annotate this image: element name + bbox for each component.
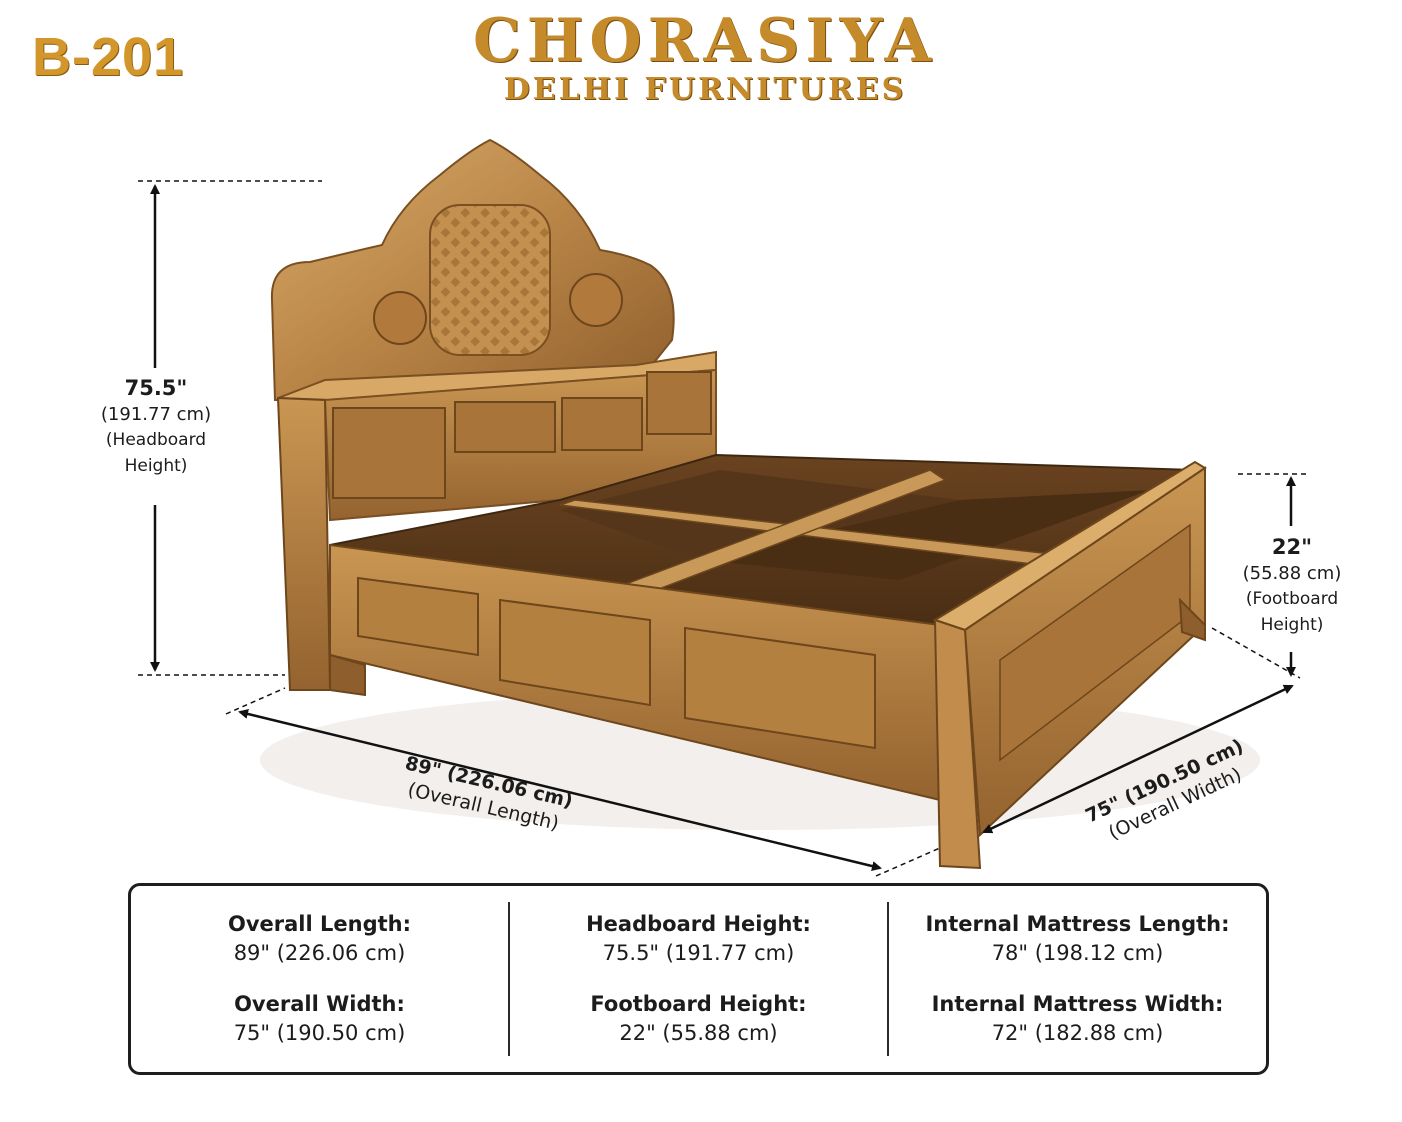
spec-column-3: Internal Mattress Length: 78" (198.12 cm… <box>889 886 1266 1072</box>
headboard-height-cm: (191.77 cm) <box>100 404 212 425</box>
headboard-height-caption-2: Height) <box>124 456 188 476</box>
spec-internal-mattress-length: Internal Mattress Length: 78" (198.12 cm… <box>925 910 1229 968</box>
spec-name: Internal Mattress Width: <box>931 992 1224 1016</box>
brand-subtitle: DELHI FURNITURES <box>503 72 907 107</box>
spec-name: Headboard Height: <box>586 912 811 936</box>
footboard-height-caption-2: Height) <box>1260 615 1324 635</box>
footboard-height-caption-1: (Footboard <box>1245 589 1339 609</box>
spec-value: 78" (198.12 cm) <box>991 941 1164 965</box>
spec-value: 72" (182.88 cm) <box>991 1021 1164 1045</box>
footboard-bottom-guide <box>1211 627 1301 679</box>
headboard-height-label: 75.5" (191.77 cm) (Headboard Height) <box>84 376 228 479</box>
headboard-post <box>276 396 332 691</box>
width-arrow <box>982 684 1294 834</box>
headboard-height-caption-1: (Headboard <box>105 430 207 450</box>
spec-value: 89" (226.06 cm) <box>233 941 406 965</box>
footboard-post <box>933 618 982 870</box>
spec-name: Internal Mattress Length: <box>925 912 1230 936</box>
headboard-drawer-1 <box>332 407 446 499</box>
headboard-rosette-right <box>569 273 623 327</box>
length-arrow <box>238 709 882 871</box>
brand-logo: CHORASIYA DELHI FURNITURES <box>400 8 1010 106</box>
side-panel-1 <box>357 576 479 657</box>
spec-overall-width: Overall Width: 75" (190.50 cm) <box>234 990 406 1048</box>
spec-value: 22" (55.88 cm) <box>619 1021 778 1045</box>
length-guide-left <box>225 687 286 715</box>
headboard-drawer-4 <box>646 371 712 435</box>
spec-divider <box>508 902 510 1056</box>
leg-right <box>1178 597 1206 642</box>
model-code: B-201 <box>32 27 185 87</box>
headboard-height-value: 75.5" <box>124 376 188 400</box>
spec-name: Overall Length: <box>227 912 411 936</box>
headboard-drawer-2 <box>454 401 556 453</box>
footboard-height-label: 22" (55.88 cm) (Footboard Height) <box>1226 535 1358 638</box>
spec-value: 75" (190.50 cm) <box>233 1021 406 1045</box>
spec-value: 75.5" (191.77 cm) <box>602 941 795 965</box>
brand-name: CHORASIYA <box>472 6 938 76</box>
side-panel-2 <box>499 598 651 707</box>
leg-left <box>329 653 366 697</box>
storage-compartment-left <box>560 470 960 560</box>
spec-footboard-height: Footboard Height: 22" (55.88 cm) <box>590 990 806 1048</box>
length-guide-right <box>875 847 941 877</box>
headboard-rosette-left <box>373 291 427 345</box>
specifications-box: Overall Length: 89" (226.06 cm) Overall … <box>128 883 1269 1075</box>
spec-column-2: Headboard Height: 75.5" (191.77 cm) Foot… <box>510 886 887 1072</box>
headboard-lattice <box>429 204 551 356</box>
spec-internal-mattress-width: Internal Mattress Width: 72" (182.88 cm) <box>932 990 1224 1048</box>
spec-headboard-height: Headboard Height: 75.5" (191.77 cm) <box>586 910 811 968</box>
footboard-height-cm: (55.88 cm) <box>1242 563 1342 584</box>
footboard-height-value: 22" <box>1271 535 1313 559</box>
spec-divider <box>887 902 889 1056</box>
spec-overall-length: Overall Length: 89" (226.06 cm) <box>228 910 411 968</box>
spec-name: Footboard Height: <box>590 992 807 1016</box>
spec-column-1: Overall Length: 89" (226.06 cm) Overall … <box>131 886 508 1072</box>
headboard-drawer-3 <box>561 397 643 451</box>
spec-name: Overall Width: <box>234 992 405 1016</box>
storage-compartment-right <box>700 490 1150 580</box>
